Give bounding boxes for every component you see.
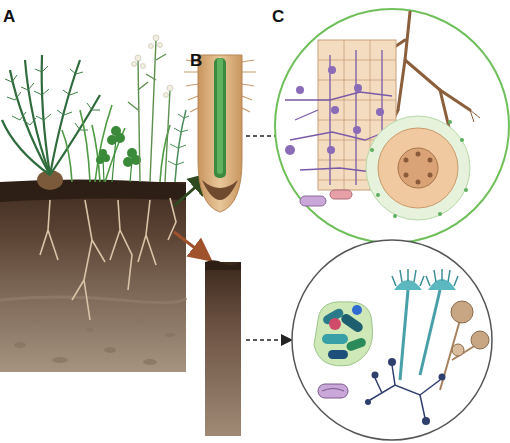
soil-block xyxy=(0,179,186,372)
soil-core xyxy=(205,260,241,436)
zoom-arrow xyxy=(246,339,290,341)
panel-label: A xyxy=(3,8,15,25)
rhizosphere-zoom xyxy=(275,9,509,243)
panel-label: B xyxy=(190,52,202,69)
panel-label: C xyxy=(272,8,284,25)
root-tip xyxy=(184,55,256,212)
plant-community xyxy=(2,35,189,190)
bulk-soil-zoom xyxy=(292,240,492,440)
soil-arrow xyxy=(174,232,208,258)
